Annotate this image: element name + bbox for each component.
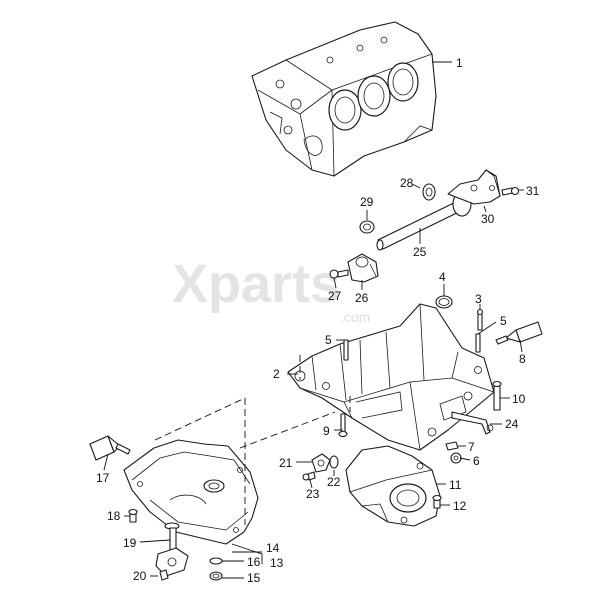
- sealant-tube-17: [89, 435, 131, 461]
- callout-27: 27: [328, 289, 342, 303]
- oil-sensor-19: [155, 522, 189, 577]
- bolt-27: [329, 269, 349, 279]
- callout-5-right: 5: [500, 314, 507, 328]
- stud-5-right: [475, 333, 481, 353]
- callout-10: 10: [512, 392, 526, 406]
- callout-18: 18: [107, 509, 121, 523]
- o-ring-4: [435, 295, 453, 309]
- callout-22: 22: [327, 475, 341, 489]
- seal-29: [359, 220, 375, 234]
- callout-6: 6: [473, 454, 480, 468]
- callout-14: 14: [266, 541, 280, 555]
- callout-20: 20: [133, 569, 147, 583]
- assembly-lines: [154, 355, 351, 525]
- stud-5-left: [343, 339, 349, 361]
- pipe-24: [451, 411, 494, 435]
- housing-26: [347, 253, 379, 283]
- bolt-10: [492, 380, 502, 411]
- bolt-18: [128, 508, 138, 523]
- upper-oil-pan: [287, 303, 495, 451]
- callout-7: 7: [468, 440, 475, 454]
- screw-23: [302, 471, 316, 481]
- sensor-21: [311, 453, 331, 473]
- callout-21: 21: [279, 456, 293, 470]
- callout-16: 16: [247, 555, 261, 569]
- washer-16: [209, 557, 223, 565]
- callout-12: 12: [453, 499, 467, 513]
- bearing-28: [422, 183, 436, 201]
- callout-8: 8: [519, 352, 526, 366]
- plug-6: [450, 452, 462, 464]
- callout-labels: 1 2 3 4 5 5 6 7 8 9 10 11 12 13 14 15 16…: [96, 56, 540, 585]
- callout-4: 4: [439, 270, 446, 284]
- callout-24: 24: [505, 417, 519, 431]
- callout-1: 1: [456, 56, 463, 70]
- bracket: [447, 169, 501, 205]
- callout-30: 30: [481, 212, 495, 226]
- callout-23: 23: [306, 487, 320, 501]
- callout-17: 17: [96, 471, 110, 485]
- clip-7: [445, 441, 459, 451]
- leader-lines: [103, 61, 524, 579]
- callout-26: 26: [355, 291, 369, 305]
- callout-31: 31: [526, 184, 540, 198]
- callout-2: 2: [273, 367, 280, 381]
- baffle-11: [345, 445, 441, 527]
- screw-31: [501, 186, 520, 196]
- drain-plug-15: [209, 571, 223, 581]
- engine-block: [251, 21, 437, 177]
- callout-19: 19: [123, 536, 137, 550]
- callout-11: 11: [449, 478, 462, 492]
- lower-oil-pan: [123, 439, 259, 545]
- callout-28: 28: [400, 176, 414, 190]
- watermark-brand: Xparts: [172, 254, 340, 314]
- callout-9: 9: [323, 424, 330, 438]
- watermark-domain: .com: [340, 309, 370, 325]
- sealant-tube-8: [495, 321, 543, 345]
- ring-22: [329, 455, 339, 469]
- callout-25: 25: [413, 245, 427, 259]
- callout-5-left: 5: [325, 333, 332, 347]
- stud-3: [476, 308, 484, 331]
- bolt-12: [432, 494, 442, 509]
- callout-13: 13: [270, 556, 284, 570]
- callout-15: 15: [247, 571, 261, 585]
- nut-20: [159, 569, 169, 581]
- callout-3: 3: [475, 292, 482, 306]
- callout-29: 29: [360, 195, 374, 209]
- bolt-9: [338, 413, 348, 438]
- shaft: [376, 191, 472, 251]
